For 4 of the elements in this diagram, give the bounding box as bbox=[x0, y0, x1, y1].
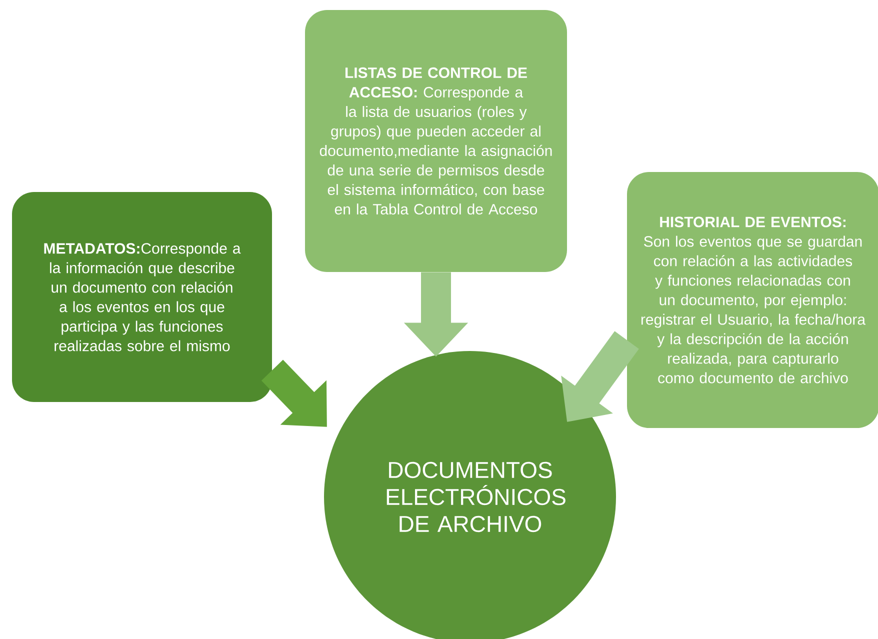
text-box: METADATOS:Corresponde a la información que describe un documento con relación a los eventos en los que participa y las funciones realizadas sobre el mismo bbox=[12, 192, 272, 402]
text-box: LISTAS DE CONTROL DE ACCESO: Corresponde a la lista de usuarios (roles y grupos) que pueden acceder al documento,mediante la asignación de una serie de permisos desde el sistema informático, con base en la Tabla Control de Acceso bbox=[305, 10, 567, 272]
text-box: HISTORIAL DE EVENTOS: Son los eventos que se guardan con relación a las actividades y funciones relacionadas con un documento, por ejemplo: registrar el Usuario, la fecha/hora y la descripción de la acción realizada, para capturarlo como documento de archivo bbox=[627, 172, 878, 428]
block-arrow bbox=[261, 360, 327, 427]
